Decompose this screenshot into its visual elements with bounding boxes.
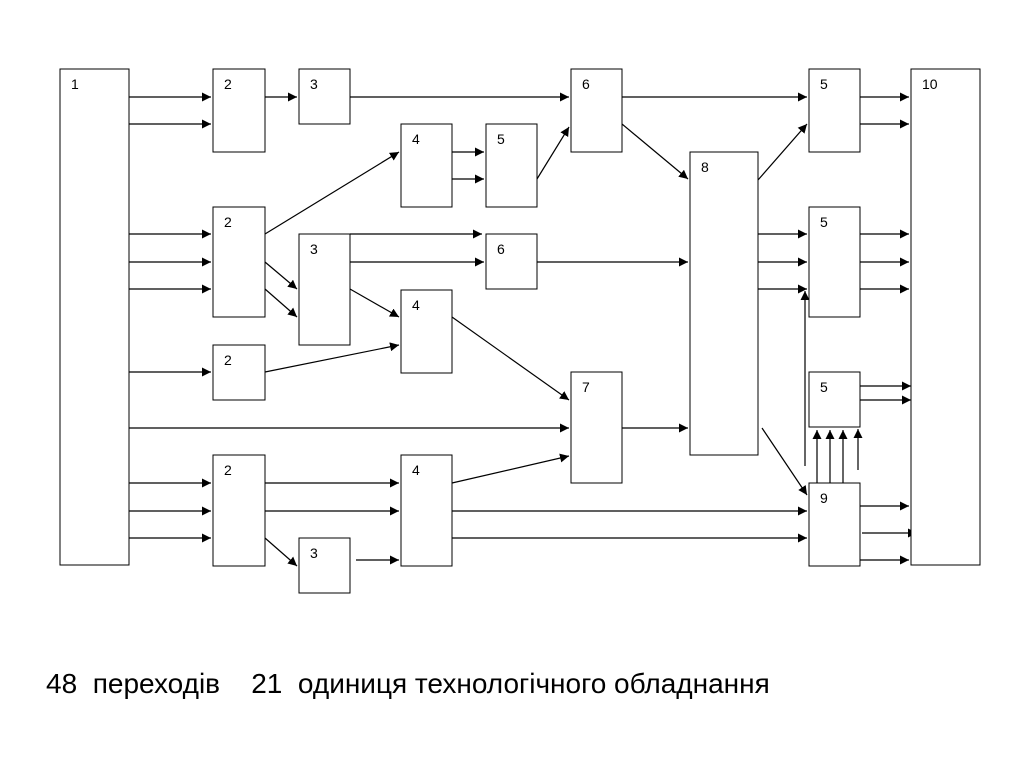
equipment-blocks: 1 2 2 2 2 3 3 3 4 4 4 5 6 6 7 8 5 5 5 9 10: [59, 68, 981, 594]
block-rect: [910, 68, 981, 566]
units-count: 21: [251, 668, 283, 699]
block-rect: [212, 344, 266, 401]
block-label: 3: [310, 76, 318, 92]
block-rect: [485, 123, 538, 208]
flow-arrow: [451, 453, 570, 484]
equipment-block: 5: [485, 123, 538, 208]
block-label: 5: [497, 131, 505, 147]
block-label: 7: [582, 379, 590, 395]
block-rect: [808, 371, 861, 428]
block-rect: [485, 233, 538, 290]
block-label: 9: [820, 490, 828, 506]
equipment-block: 6: [485, 233, 538, 290]
block-rect: [689, 151, 759, 456]
block-label: 5: [820, 214, 828, 230]
units-label: одиниця технологічного обладнання: [297, 668, 770, 699]
block-label: 2: [224, 76, 232, 92]
block-label: 2: [224, 462, 232, 478]
equipment-block: 1: [59, 68, 130, 566]
flow-arrow: [264, 342, 400, 373]
equipment-block: 2: [212, 206, 266, 318]
equipment-block: 2: [212, 454, 266, 567]
equipment-block: 6: [570, 68, 623, 153]
equipment-block: 10: [910, 68, 981, 566]
equipment-block: 3: [298, 537, 351, 594]
equipment-block: 8: [689, 151, 759, 456]
block-label: 2: [224, 214, 232, 230]
flow-arrow: [536, 126, 570, 180]
block-rect: [298, 68, 351, 125]
block-rect: [298, 233, 351, 346]
equipment-block: 9: [808, 482, 861, 567]
equipment-block: 4: [400, 123, 453, 208]
block-label: 3: [310, 241, 318, 257]
flow-arrow: [349, 288, 400, 318]
block-label: 6: [497, 241, 505, 257]
block-rect: [212, 206, 266, 318]
block-label: 4: [412, 297, 420, 313]
block-rect: [59, 68, 130, 566]
block-rect: [400, 123, 453, 208]
equipment-block: 4: [400, 454, 453, 567]
equipment-block: 7: [570, 371, 623, 484]
equipment-block: 5: [808, 68, 861, 153]
block-label: 8: [701, 159, 709, 175]
equipment-block: 2: [212, 68, 266, 153]
flow-arrow: [264, 288, 298, 318]
block-rect: [808, 68, 861, 153]
equipment-block: 5: [808, 371, 861, 428]
block-label: 5: [820, 379, 828, 395]
flow-arrow: [621, 123, 689, 180]
connection-arrows: [129, 92, 917, 567]
equipment-block: 5: [808, 206, 861, 318]
flow-arrow: [761, 427, 808, 496]
summary-caption: 48 переходів 21 одиниця технологічного о…: [46, 668, 770, 700]
block-rect: [298, 537, 351, 594]
equipment-block: 3: [298, 68, 351, 125]
equipment-block: 2: [212, 344, 266, 401]
block-label: 6: [582, 76, 590, 92]
block-rect: [808, 206, 861, 318]
equipment-block: 4: [400, 289, 453, 374]
block-rect: [808, 482, 861, 567]
block-rect: [212, 454, 266, 567]
block-label: 3: [310, 545, 318, 561]
transitions-count: 48: [46, 668, 78, 699]
transitions-label: переходів: [92, 668, 221, 699]
block-label: 4: [412, 462, 420, 478]
equipment-block: 3: [298, 233, 351, 346]
flow-arrow: [451, 316, 570, 401]
flow-arrow: [264, 537, 298, 567]
block-rect: [570, 371, 623, 484]
flow-arrow: [264, 261, 298, 290]
block-label: 5: [820, 76, 828, 92]
block-label: 2: [224, 352, 232, 368]
flow-arrow: [757, 123, 808, 181]
block-rect: [570, 68, 623, 153]
block-rect: [400, 289, 453, 374]
block-rect: [212, 68, 266, 153]
block-label: 10: [922, 76, 938, 92]
flow-arrow: [264, 151, 400, 235]
block-label: 4: [412, 131, 420, 147]
block-rect: [400, 454, 453, 567]
block-label: 1: [71, 76, 79, 92]
